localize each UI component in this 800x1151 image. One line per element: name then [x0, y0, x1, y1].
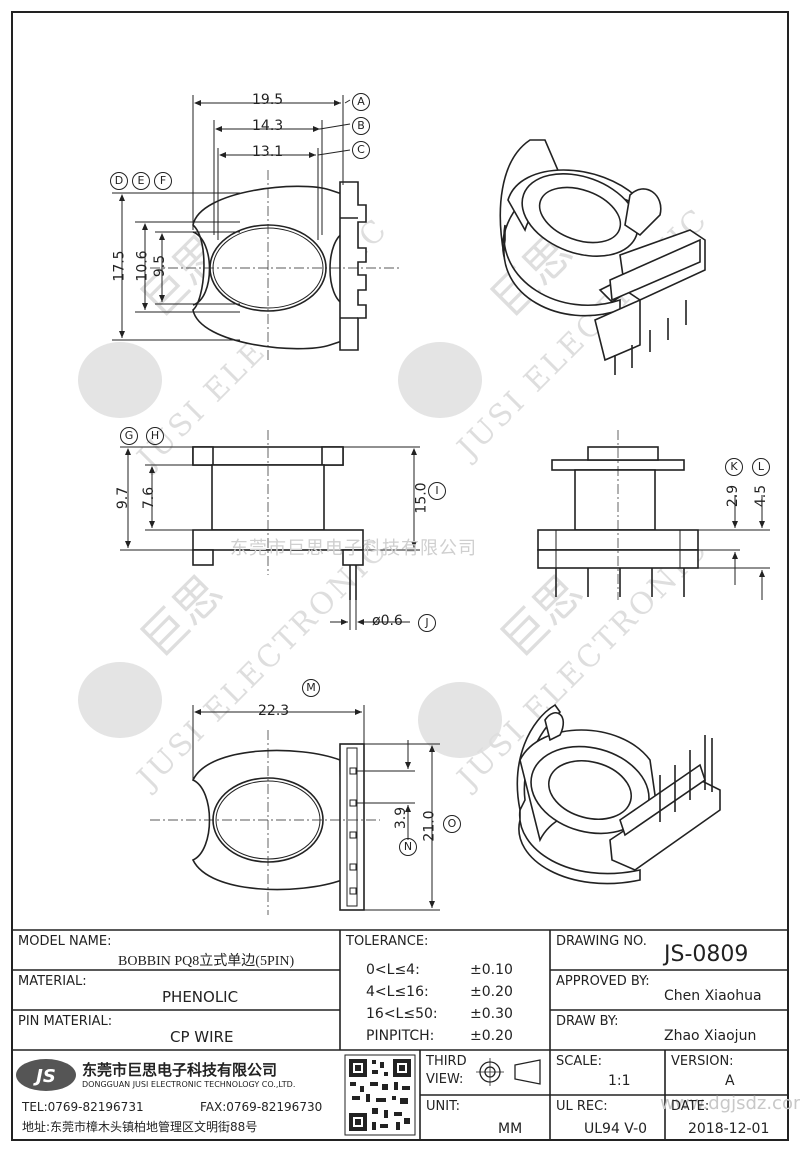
dim-14-3: 14.3	[252, 118, 284, 134]
tolerance-range-3: 16<L≤50:	[366, 1006, 438, 1022]
dim-0-6: ø0.6	[372, 613, 403, 629]
tolerance-value-3: ±0.30	[470, 1006, 513, 1022]
drawing-no-value: JS-0809	[664, 942, 749, 967]
date-value: 2018-12-01	[688, 1121, 770, 1137]
top-view	[150, 170, 400, 360]
watermark-company: 东莞市巨思电子科技有限公司	[230, 538, 477, 559]
iso-view-top	[499, 139, 706, 375]
dim-3-9: 3.9	[393, 806, 410, 830]
callout-a: A	[352, 93, 370, 111]
callout-l: L	[752, 458, 770, 476]
pin-material-value: CP WIRE	[170, 1028, 234, 1046]
callout-c: C	[352, 141, 370, 159]
version-value: A	[725, 1073, 735, 1089]
callout-h: H	[146, 427, 164, 445]
fax: FAX:0769-82196730	[200, 1100, 323, 1114]
bottom-view-dimensions	[192, 705, 440, 911]
scale-value: 1:1	[608, 1073, 631, 1089]
callout-i: I	[428, 482, 446, 500]
pin-material-label: PIN MATERIAL:	[18, 1014, 113, 1029]
qr-code	[344, 1054, 416, 1136]
address: 地址:东莞市樟木头镇柏地管理区文明街88号	[22, 1120, 258, 1134]
dim-19-5: 19.5	[252, 92, 284, 108]
ul-rec-value: UL94 V-0	[584, 1121, 648, 1137]
dim-9-7: 9.7	[115, 486, 132, 510]
callout-m: M	[302, 679, 320, 697]
model-name-label: MODEL NAME:	[18, 934, 112, 949]
company-logo: JS	[16, 1059, 76, 1091]
callout-d: D	[110, 172, 128, 190]
tolerance-range-2: 4<L≤16:	[366, 984, 429, 1000]
approved-by-value: Chen Xiaohua	[664, 988, 762, 1004]
front-view	[192, 430, 364, 600]
callout-k: K	[725, 458, 743, 476]
sheet-border	[11, 11, 789, 1141]
material-label: MATERIAL:	[18, 974, 87, 989]
callout-j: J	[418, 614, 436, 632]
unit-value: MM	[498, 1121, 523, 1137]
draw-by-label: DRAW BY:	[556, 1014, 619, 1029]
dim-21-0: 21.0	[421, 810, 438, 842]
scale-label: SCALE:	[556, 1054, 603, 1069]
tolerance-range-1: 0<L≤4:	[366, 962, 420, 978]
dim-22-3: 22.3	[258, 703, 290, 719]
tel: TEL:0769-82196731	[22, 1100, 144, 1114]
callout-b: B	[352, 117, 370, 135]
watermark-logo-2	[398, 342, 482, 418]
tolerance-value-4: ±0.20	[470, 1028, 513, 1044]
dim-4-5: 4.5	[753, 484, 770, 508]
dim-2-9: 2.9	[725, 484, 742, 508]
tolerance-label: TOLERANCE:	[346, 934, 429, 949]
side-view	[537, 430, 699, 600]
side-view-dimensions	[698, 495, 770, 600]
drawing-no-label: DRAWING NO.	[556, 934, 647, 949]
callout-e: E	[132, 172, 150, 190]
callout-f: F	[154, 172, 172, 190]
top-view-dimensions	[112, 95, 351, 341]
callout-n: N	[399, 838, 417, 856]
tolerance-range-4: PINPITCH:	[366, 1028, 435, 1044]
unit-label: UNIT:	[426, 1099, 460, 1114]
draw-by-value: Zhao Xiaojun	[664, 1028, 757, 1044]
watermark-cn-3: 巨思	[130, 565, 233, 668]
watermark-logo-4	[418, 682, 502, 758]
model-name-value: BOBBIN PQ8立式单边(5PIN)	[118, 954, 295, 969]
material-value: PHENOLIC	[162, 988, 239, 1006]
dim-9-5: 9.5	[152, 254, 169, 278]
dim-13-1: 13.1	[252, 144, 284, 160]
tolerance-value-2: ±0.20	[470, 984, 513, 1000]
company-en: DONGGUAN JUSI ELECTRONIC TECHNOLOGY CO.,…	[82, 1080, 296, 1089]
third-view-label-1: THIRD	[426, 1054, 467, 1069]
bottom-view	[150, 730, 380, 915]
title-block-grid	[12, 929, 788, 1140]
dim-7-6: 7.6	[141, 486, 158, 510]
version-label: VERSION:	[671, 1054, 734, 1069]
svg-text:JS: JS	[33, 1066, 56, 1087]
callout-o: O	[443, 815, 461, 833]
dim-10-6: 10.6	[134, 250, 151, 282]
approved-by-label: APPROVED BY:	[556, 974, 650, 989]
projection-symbol	[476, 1058, 541, 1086]
tolerance-value-1: ±0.10	[470, 962, 513, 978]
ul-rec-label: UL REC:	[556, 1099, 608, 1114]
watermark-logo-1	[78, 342, 162, 418]
dim-17-5: 17.5	[111, 250, 128, 282]
callout-g: G	[120, 427, 138, 445]
company-cn: 东莞市巨思电子科技有限公司	[82, 1061, 278, 1079]
iso-view-bottom	[516, 703, 721, 885]
third-view-label-2: VIEW:	[426, 1072, 464, 1087]
watermark-logo-3	[78, 662, 162, 738]
front-view-dimensions	[120, 446, 420, 630]
dim-15-0: 15.0	[413, 482, 430, 514]
date-label: DATE:	[671, 1099, 710, 1114]
watermark-site: www.dgjsdz.com	[660, 1093, 800, 1114]
